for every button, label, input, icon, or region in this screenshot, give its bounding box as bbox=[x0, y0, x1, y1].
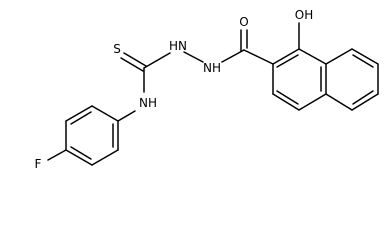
bond-ringB-2 bbox=[351, 48, 379, 65]
bond-C-F bbox=[47, 149, 67, 161]
atom-OH: OH bbox=[295, 8, 313, 22]
bond-ringB-4 bbox=[351, 93, 379, 111]
bond-ringA-1-inner bbox=[276, 54, 299, 68]
structure-diagram: S HN NH O OH NH F bbox=[35, 8, 379, 171]
molecule-drawing: S HN NH O OH NH F bbox=[35, 8, 379, 171]
bond-C-S-double-a bbox=[123, 52, 147, 67]
bond-aryl-3-inner bbox=[70, 146, 92, 160]
atom-HN-hydrazide: HN bbox=[169, 39, 187, 53]
bond-aryl-2 bbox=[91, 149, 119, 166]
bond-NH-Ccarbonyl bbox=[221, 49, 245, 63]
bond-ringA-5 bbox=[272, 93, 300, 111]
bond-aryl-3 bbox=[65, 149, 93, 166]
bond-ringB-2-inner bbox=[352, 54, 374, 68]
bond-aryl-5 bbox=[65, 105, 93, 122]
atom-NH-hydrazide: NH bbox=[203, 61, 221, 75]
bond-ringA-4 bbox=[298, 93, 327, 111]
bond-C-HN bbox=[143, 52, 171, 69]
bond-Ccarbonyl-ring bbox=[243, 49, 274, 65]
bond-NH-aryl bbox=[117, 110, 136, 122]
bond-ringB-4-inner bbox=[352, 90, 374, 105]
atom-S: S bbox=[113, 42, 121, 56]
bond-ringA-1 bbox=[272, 48, 300, 65]
bond-ringB-5 bbox=[325, 93, 353, 111]
atom-NH-aryl: NH bbox=[139, 96, 157, 110]
bond-N-N bbox=[183, 51, 204, 63]
bond-ringA-5-inner bbox=[276, 90, 299, 105]
bond-ringA-2 bbox=[298, 48, 327, 65]
bond-aryl-5-inner bbox=[70, 111, 92, 125]
bond-ringB-1 bbox=[325, 48, 353, 65]
bond-aryl-6 bbox=[91, 105, 119, 122]
atom-O-carbonyl: O bbox=[239, 15, 248, 29]
bond-C-S-double-b bbox=[120, 57, 144, 72]
atom-F: F bbox=[35, 157, 42, 171]
